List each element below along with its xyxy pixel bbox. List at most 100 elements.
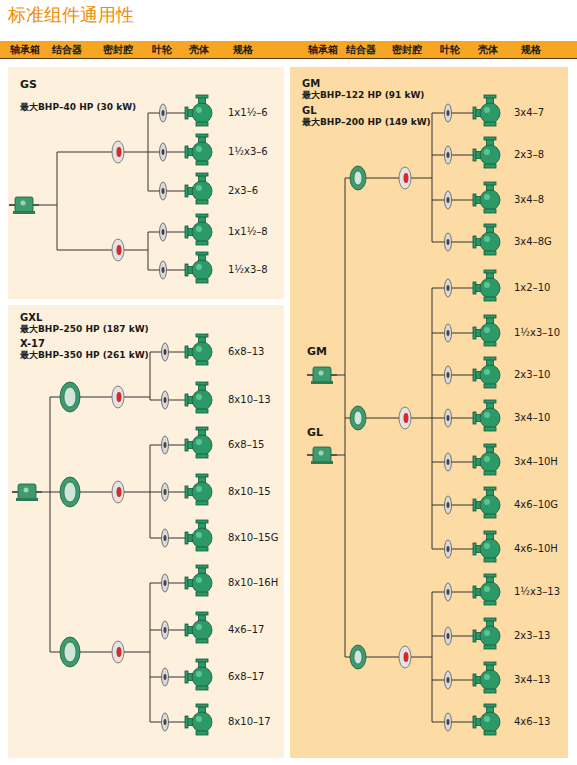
seal-chamber bbox=[112, 481, 124, 503]
impeller-hub bbox=[164, 442, 167, 448]
casing-foot bbox=[484, 601, 496, 605]
size-label: 3x4–10 bbox=[514, 412, 550, 423]
highlight bbox=[196, 346, 202, 352]
casing-foot bbox=[196, 200, 208, 204]
volute bbox=[192, 181, 212, 201]
volute bbox=[192, 528, 212, 548]
volute bbox=[480, 323, 500, 343]
adapter-bore bbox=[64, 387, 76, 407]
adapter-bore bbox=[354, 650, 362, 664]
housing-body bbox=[18, 484, 36, 500]
impeller bbox=[445, 627, 452, 645]
casing-foot bbox=[484, 689, 496, 693]
seal-chamber bbox=[112, 141, 124, 163]
discharge-flange bbox=[484, 618, 496, 621]
bearing-housing bbox=[12, 484, 42, 501]
suction-flange bbox=[185, 394, 188, 406]
highlight bbox=[196, 486, 202, 492]
page-title: 标准组件通用性 bbox=[8, 5, 134, 25]
casing-foot bbox=[484, 209, 496, 213]
impeller-disc bbox=[160, 104, 167, 122]
tree-line bbox=[448, 505, 475, 506]
tree-line bbox=[50, 397, 51, 652]
impeller-disc bbox=[162, 436, 169, 454]
pump-casing bbox=[185, 173, 212, 204]
tree-line bbox=[448, 155, 475, 156]
discharge-flange bbox=[196, 565, 208, 568]
seal-chamber-body bbox=[399, 407, 411, 429]
impeller-disc bbox=[445, 453, 452, 471]
discharge-flange bbox=[484, 444, 496, 447]
housing-foot bbox=[311, 461, 333, 464]
seal-ring bbox=[117, 647, 122, 657]
suction-flange bbox=[473, 716, 476, 728]
casing-foot bbox=[484, 164, 496, 168]
size-label: 8x10–13 bbox=[228, 394, 271, 405]
size-label: 4x6–13 bbox=[514, 716, 550, 727]
volute bbox=[192, 142, 212, 162]
suction-flange bbox=[185, 185, 188, 197]
seal-ring bbox=[404, 413, 409, 423]
impeller-hub bbox=[447, 239, 450, 245]
suction-flange bbox=[473, 149, 476, 161]
volute bbox=[480, 670, 500, 690]
impeller-disc bbox=[160, 182, 167, 200]
discharge-flange bbox=[196, 427, 208, 430]
volute bbox=[480, 232, 500, 252]
pump-casing bbox=[185, 520, 212, 551]
suction-flange bbox=[473, 412, 476, 424]
header-rule bbox=[0, 58, 577, 59]
impeller bbox=[445, 146, 452, 164]
size-label: 3x4–10H bbox=[514, 456, 558, 467]
volute bbox=[192, 260, 212, 280]
highlight bbox=[484, 149, 490, 155]
pump-casing bbox=[185, 427, 212, 458]
size-label: 3x4–13 bbox=[514, 674, 550, 685]
tree-line bbox=[150, 583, 151, 722]
casing-foot bbox=[196, 409, 208, 413]
tree-line bbox=[57, 152, 118, 153]
suction-flange bbox=[473, 456, 476, 468]
discharge-flange bbox=[196, 214, 208, 217]
impeller-hub bbox=[164, 719, 167, 725]
impeller-hub bbox=[162, 149, 165, 155]
column-header: 规格 bbox=[521, 44, 541, 55]
highlight bbox=[484, 456, 490, 462]
family-name: GL bbox=[302, 105, 317, 116]
pump-casing bbox=[185, 474, 212, 505]
discharge-flange bbox=[484, 315, 496, 318]
volute bbox=[192, 482, 212, 502]
bearing-housing bbox=[9, 197, 39, 214]
volute bbox=[480, 712, 500, 732]
size-label: 8x10–15 bbox=[228, 486, 271, 497]
size-label: 1½x3–10 bbox=[514, 327, 560, 338]
volute bbox=[192, 620, 212, 640]
impeller-disc bbox=[445, 409, 452, 427]
highlight bbox=[196, 226, 202, 232]
impeller bbox=[162, 668, 169, 686]
seal-chamber-body bbox=[112, 141, 124, 163]
housing-highlight bbox=[319, 451, 324, 456]
impeller bbox=[445, 104, 452, 122]
suction-flange bbox=[185, 264, 188, 276]
size-label: 2x3–10 bbox=[514, 369, 550, 380]
impeller-hub bbox=[162, 110, 165, 116]
highlight bbox=[196, 107, 202, 113]
pump-casing bbox=[185, 252, 212, 283]
impeller bbox=[160, 223, 167, 241]
casing-foot bbox=[484, 514, 496, 518]
volute bbox=[480, 626, 500, 646]
column-header: 叶轮 bbox=[152, 44, 172, 55]
impeller bbox=[445, 540, 452, 558]
column-header: 壳体 bbox=[478, 44, 498, 55]
pump-casing bbox=[185, 565, 212, 596]
impeller-hub bbox=[164, 489, 167, 495]
volute bbox=[480, 365, 500, 385]
size-label: 3x4–8 bbox=[514, 194, 544, 205]
family-name: GM bbox=[307, 346, 327, 358]
casing-foot bbox=[484, 645, 496, 649]
suction-flange bbox=[473, 674, 476, 686]
impeller bbox=[162, 483, 169, 501]
highlight bbox=[484, 630, 490, 636]
pump-casing bbox=[185, 95, 212, 126]
